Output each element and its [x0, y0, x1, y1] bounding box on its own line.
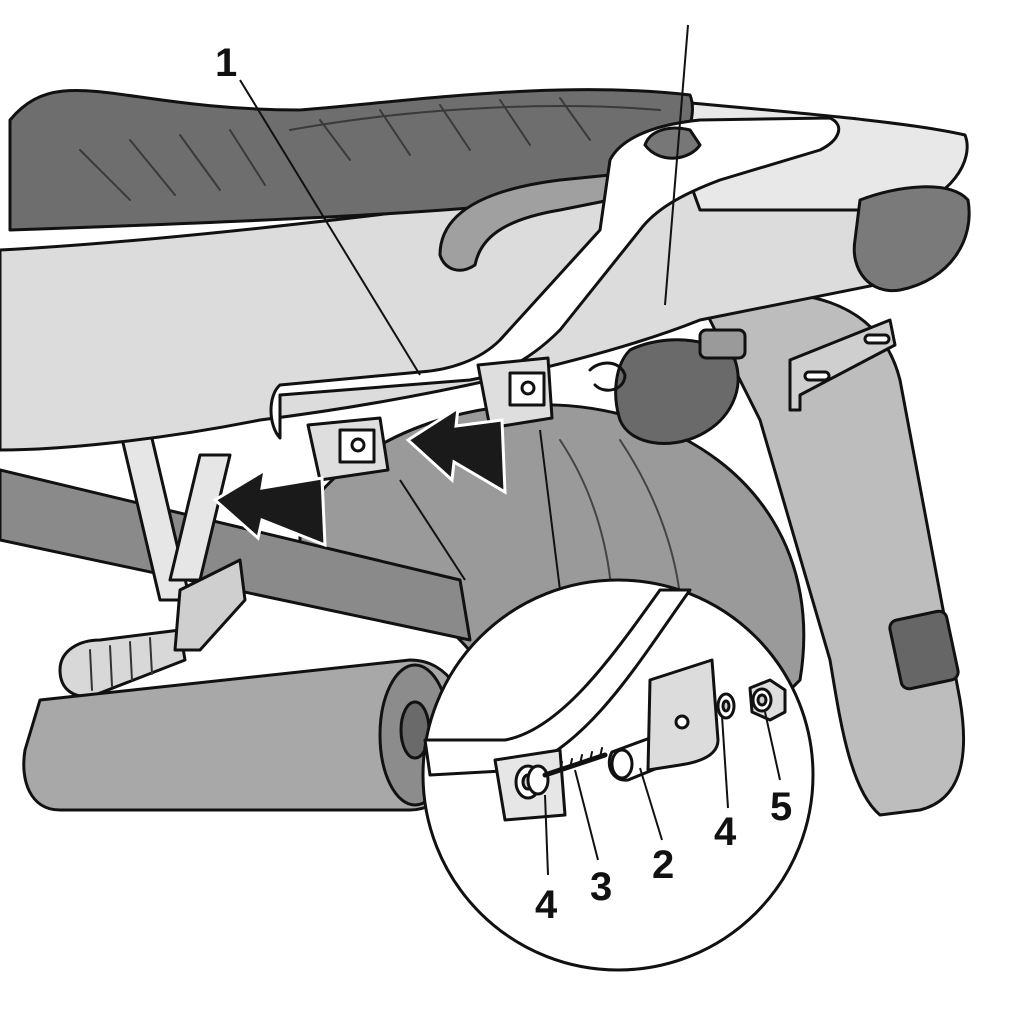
bolt	[542, 747, 608, 778]
callout-nut: 5	[770, 785, 792, 829]
callout-washer-left: 4	[535, 883, 558, 927]
callout-rack: 1	[215, 41, 237, 85]
insertion-arrows	[212, 405, 507, 548]
callout-labels: 1 4 3 2 4 5	[215, 41, 792, 927]
arrow-left-icon	[212, 467, 327, 548]
detail-magnifier	[421, 578, 815, 972]
rear-fender	[698, 291, 966, 817]
leader-lines	[239, 24, 689, 591]
callout-spacer: 2	[652, 843, 674, 887]
detail-rack-tube	[423, 588, 692, 777]
grab-handle	[438, 173, 612, 272]
rear-rack	[269, 116, 841, 482]
callout-washer-right: 4	[714, 810, 737, 854]
tail-light	[852, 185, 971, 293]
detail-leader-lines	[544, 711, 781, 876]
swingarm	[0, 468, 472, 642]
callout-bolt: 3	[590, 865, 612, 909]
arrow-right-icon	[405, 405, 507, 495]
reflector	[888, 609, 960, 691]
motorcycle	[0, 88, 971, 817]
